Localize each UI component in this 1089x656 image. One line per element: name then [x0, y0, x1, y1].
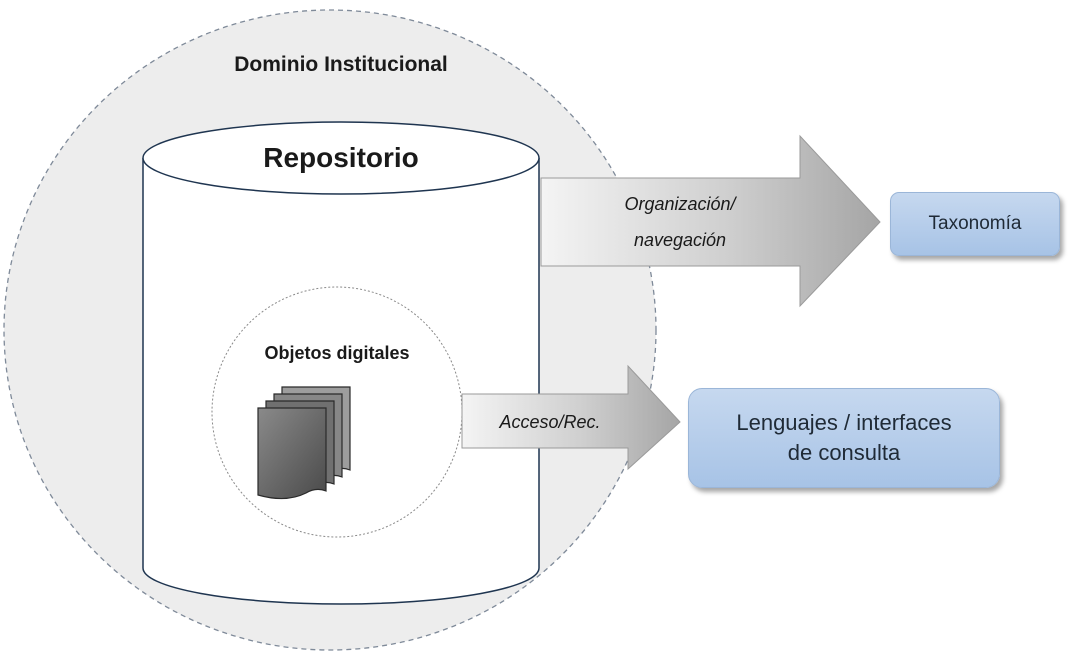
access-arrow: [461, 364, 681, 471]
taxonomy-box: Taxonomía: [890, 192, 1060, 256]
access-arrow-label: Acceso/Rec.: [498, 412, 600, 432]
digital-objects-label: Objetos digitales: [264, 343, 409, 363]
organization-arrow-label-line2: navegación: [634, 230, 726, 250]
domain-label: Dominio Institucional: [234, 53, 448, 76]
query-interfaces-label-line2: de consulta: [787, 440, 901, 465]
stacked-documents-icon: [257, 386, 351, 500]
taxonomy-label: Taxonomía: [928, 213, 1022, 234]
organization-arrow-label-line1: Organización/: [624, 194, 737, 214]
query-interfaces-label-line1: Lenguajes / interfaces: [736, 410, 952, 435]
organization-arrow: [540, 134, 881, 308]
query-interfaces-box: Lenguajes / interfaces de consulta: [688, 388, 1000, 488]
repository-title: Repositorio: [263, 142, 419, 173]
